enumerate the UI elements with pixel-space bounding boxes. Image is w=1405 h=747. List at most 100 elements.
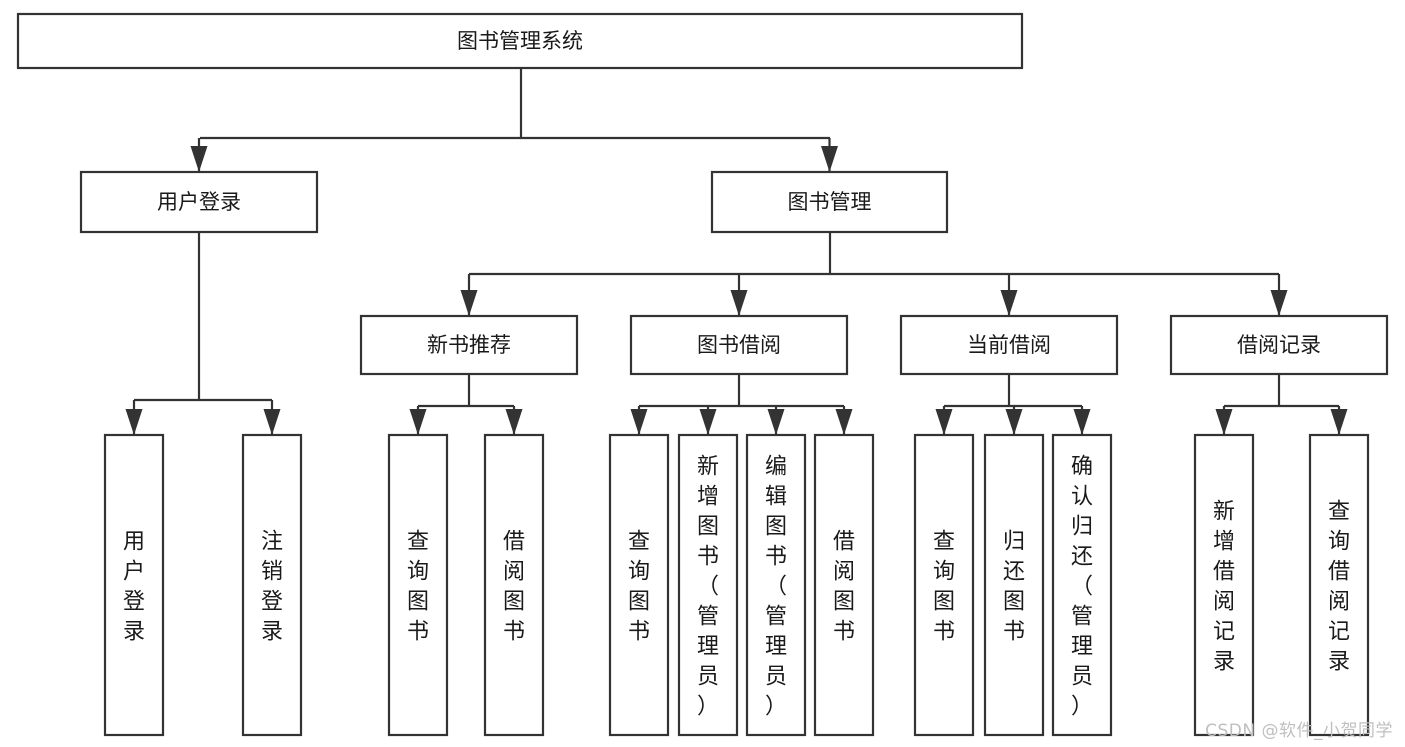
node-leaf-query-book-2[interactable]: 查询图书 [608, 433, 670, 737]
node-label: 查询图书 [628, 529, 650, 644]
arrow-head-icon [767, 409, 785, 435]
node-book-borrow[interactable]: 图书借阅 [629, 314, 849, 376]
connector-group [200, 68, 830, 140]
node-label: 用户登录 [157, 190, 241, 214]
arrow-head-icon [263, 409, 281, 435]
arrow-head-icon [935, 409, 953, 435]
node-box[interactable] [1308, 433, 1370, 737]
node-leaf-confirm-return[interactable]: 确认归还（管理员） [1051, 433, 1113, 737]
connector-group [134, 232, 272, 402]
node-leaf-query-record[interactable]: 查询借阅记录 [1308, 433, 1370, 737]
node-label: 图书管理 [788, 190, 872, 214]
arrow-head-icon [125, 409, 143, 435]
node-root[interactable]: 图书管理系统 [16, 12, 1024, 70]
node-book-manage[interactable]: 图书管理 [710, 170, 949, 234]
node-layer: 图书管理系统用户登录图书管理新书推荐图书借阅当前借阅借阅记录用户登录注销登录查询… [16, 12, 1389, 737]
node-label: 新增图书（管理员） [697, 454, 719, 719]
edge-new-book-rec-to-leaf-query-book-1 [409, 406, 427, 435]
node-leaf-query-book-1[interactable]: 查询图书 [387, 433, 449, 737]
node-label: 借阅图书 [833, 529, 855, 644]
node-box[interactable] [1051, 433, 1113, 737]
node-label: 借阅记录 [1237, 333, 1321, 357]
edge-current-borrow-to-leaf-query-book-3 [935, 406, 953, 435]
node-label: 确认归还（管理员） [1071, 454, 1093, 719]
node-label: 查询图书 [933, 529, 955, 644]
node-box[interactable] [608, 433, 670, 737]
node-box[interactable] [387, 433, 449, 737]
node-label: 查询借阅记录 [1328, 499, 1350, 674]
arrow-head-icon [505, 409, 523, 435]
node-box[interactable] [79, 170, 319, 234]
node-leaf-query-book-3[interactable]: 查询图书 [913, 433, 975, 737]
node-box[interactable] [629, 314, 849, 376]
node-current-borrow[interactable]: 当前借阅 [899, 314, 1119, 376]
node-new-book-rec[interactable]: 新书推荐 [359, 314, 579, 376]
node-leaf-edit-book[interactable]: 编辑图书（管理员） [745, 433, 807, 737]
node-box[interactable] [983, 433, 1045, 737]
arrow-head-icon [1215, 409, 1233, 435]
edge-book-borrow-to-leaf-add-book [699, 406, 717, 435]
node-box[interactable] [16, 12, 1024, 70]
connector-group [418, 374, 514, 408]
edge-book-manage-to-new-book-rec [460, 274, 478, 316]
node-borrow-record[interactable]: 借阅记录 [1169, 314, 1389, 376]
arrow-head-icon [730, 290, 748, 316]
node-label: 当前借阅 [967, 333, 1051, 357]
connector-group [1224, 374, 1339, 408]
node-label: 归还图书 [1003, 529, 1025, 644]
node-label: 查询图书 [407, 529, 429, 644]
node-box[interactable] [677, 433, 739, 737]
edge-book-manage-to-borrow-record [1270, 274, 1288, 316]
node-box[interactable] [483, 433, 545, 737]
arrow-head-icon [1000, 290, 1018, 316]
node-leaf-add-record[interactable]: 新增借阅记录 [1193, 433, 1255, 737]
node-leaf-borrow-book-1[interactable]: 借阅图书 [483, 433, 545, 737]
arrow-head-icon [699, 409, 717, 435]
edge-root-to-book-manage [821, 138, 838, 172]
node-leaf-return-book[interactable]: 归还图书 [983, 433, 1045, 737]
arrow-head-icon [1073, 409, 1091, 435]
edge-user-login-to-leaf-logout [263, 400, 281, 435]
connector-group [639, 374, 844, 408]
connector-group [944, 374, 1082, 408]
node-label: 图书管理系统 [457, 29, 583, 53]
arrow-head-icon [835, 409, 853, 435]
watermark-text: CSDN @软件_小贺同学 [1205, 721, 1393, 741]
node-user-login[interactable]: 用户登录 [79, 170, 319, 234]
arrow-head-icon [1005, 409, 1023, 435]
node-leaf-add-book[interactable]: 新增图书（管理员） [677, 433, 739, 737]
edge-current-borrow-to-leaf-confirm-return [1073, 406, 1091, 435]
node-box[interactable] [103, 433, 165, 737]
node-box[interactable] [745, 433, 807, 737]
node-box[interactable] [813, 433, 875, 737]
edge-user-login-to-leaf-user-login [125, 400, 143, 435]
edge-borrow-record-to-leaf-query-record [1330, 406, 1348, 435]
edge-root-to-user-login [190, 138, 208, 172]
edge-book-borrow-to-leaf-edit-book [767, 406, 785, 435]
node-leaf-borrow-book-2[interactable]: 借阅图书 [813, 433, 875, 737]
node-leaf-logout[interactable]: 注销登录 [241, 433, 303, 737]
node-label: 借阅图书 [503, 529, 525, 644]
node-box[interactable] [913, 433, 975, 737]
edge-book-manage-to-book-borrow [730, 274, 748, 316]
arrow-head-icon [1330, 409, 1348, 435]
edge-book-manage-to-current-borrow [1000, 274, 1018, 316]
node-box[interactable] [359, 314, 579, 376]
node-label: 新书推荐 [427, 333, 511, 357]
edge-current-borrow-to-leaf-return-book [1005, 406, 1023, 435]
node-leaf-user-login[interactable]: 用户登录 [103, 433, 165, 737]
node-box[interactable] [241, 433, 303, 737]
node-label: 用户登录 [123, 529, 145, 644]
node-box[interactable] [899, 314, 1119, 376]
node-box[interactable] [710, 170, 949, 234]
arrow-head-icon [190, 146, 208, 172]
connector-group [469, 232, 1279, 276]
node-label: 注销登录 [261, 529, 283, 644]
arrow-head-icon [821, 146, 838, 172]
node-box[interactable] [1193, 433, 1255, 737]
node-box[interactable] [1169, 314, 1389, 376]
edge-book-borrow-to-leaf-borrow-book-2 [835, 406, 853, 435]
arrow-head-icon [460, 290, 478, 316]
